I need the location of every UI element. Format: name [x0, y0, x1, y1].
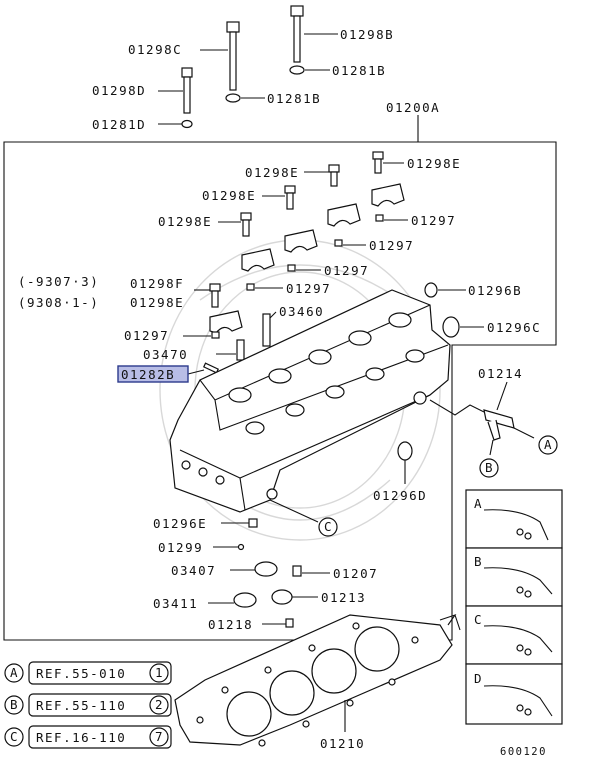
bearing-cap-3[interactable]: [284, 229, 318, 253]
callout-01296D: 01296D: [373, 488, 427, 503]
nut-01297-1[interactable]: [375, 214, 384, 222]
callout-01213: 01213: [321, 590, 366, 605]
callout-01281B-mid: 01281B: [267, 91, 321, 106]
bearing-cap-5[interactable]: [209, 310, 243, 334]
callout-01298F: 01298F: [130, 276, 184, 291]
callout-03470: 03470: [143, 347, 188, 362]
svg-text:B: B: [485, 460, 494, 475]
bolt-01298E-1[interactable]: [328, 164, 340, 187]
bearing-cap-4[interactable]: [241, 248, 275, 272]
callout-01298E-5: 01298E: [130, 295, 184, 310]
seal-03407[interactable]: [254, 561, 278, 577]
bolt-01298C[interactable]: [226, 21, 240, 91]
washer-01281B-mid[interactable]: [225, 93, 241, 103]
callout-01210: 01210: [320, 736, 365, 751]
callout-01281B-top: 01281B: [332, 63, 386, 78]
seal-03411[interactable]: [233, 592, 257, 608]
nut-01297-2[interactable]: [334, 239, 343, 247]
callout-01298E-1: 01298E: [245, 165, 299, 180]
callout-03411: 03411: [153, 596, 198, 611]
plug-01299[interactable]: [237, 543, 245, 551]
callout-01200A: 01200A: [386, 100, 440, 115]
reference-row-a[interactable]: A REF.55-010 1: [4, 661, 172, 685]
plug-01296E[interactable]: [248, 518, 258, 528]
svg-text:2: 2: [155, 697, 164, 712]
reference-text-c: REF.16-110: [36, 730, 126, 745]
plug-01207[interactable]: [292, 565, 302, 577]
fitting-01214[interactable]: [483, 409, 515, 441]
washer-01281D[interactable]: [181, 119, 193, 129]
seal-01213[interactable]: [271, 589, 293, 605]
bolt-01298B-top[interactable]: [290, 5, 304, 63]
plug-01296B[interactable]: [424, 282, 438, 298]
pin-03460[interactable]: [262, 313, 271, 347]
callout-01298E-2: 01298E: [407, 156, 461, 171]
callout-01207: 01207: [333, 566, 378, 581]
plug-01218[interactable]: [285, 618, 294, 628]
nut-01297-3[interactable]: [287, 264, 296, 272]
range-label-1: (-9307·3): [18, 274, 99, 289]
svg-text:7: 7: [155, 729, 164, 744]
detail-panels: A B C D: [465, 489, 563, 725]
marker-b[interactable]: B: [479, 458, 499, 478]
plug-01296D[interactable]: [397, 441, 413, 461]
callout-01296B: 01296B: [468, 283, 522, 298]
detail-label-a: A: [474, 496, 483, 511]
callout-01297-3: 01297: [324, 263, 369, 278]
bearing-cap-1[interactable]: [371, 183, 405, 207]
bearing-cap-2[interactable]: [327, 203, 361, 227]
range-label-2: (9308·1-): [18, 295, 99, 310]
callout-01297-4: 01297: [286, 281, 331, 296]
callout-01298E-3: 01298E: [202, 188, 256, 203]
svg-text:A: A: [544, 437, 553, 452]
stud-01282B[interactable]: [203, 362, 219, 374]
callout-03460: 03460: [279, 304, 324, 319]
detail-label-d: D: [474, 671, 483, 686]
bolt-01298E-2[interactable]: [372, 151, 384, 174]
svg-text:A: A: [10, 665, 19, 680]
diagram-id: 600120: [500, 746, 547, 758]
callout-01214: 01214: [478, 366, 523, 381]
bolt-01298D[interactable]: [181, 67, 193, 114]
pin-03470[interactable]: [236, 339, 245, 361]
svg-text:C: C: [324, 519, 333, 534]
callout-01298B-top: 01298B: [340, 27, 394, 42]
callout-01298C: 01298C: [128, 42, 182, 57]
callout-01297-2: 01297: [369, 238, 414, 253]
bolt-01298E-4[interactable]: [240, 212, 252, 237]
washer-01281B-top[interactable]: [289, 65, 305, 75]
reference-row-b[interactable]: B REF.55-110 2: [4, 693, 172, 717]
reference-text-a: REF.55-010: [36, 666, 126, 681]
callout-01282B-highlight[interactable]: 01282B: [117, 365, 189, 383]
svg-text:1: 1: [155, 665, 164, 680]
bolt-01298F[interactable]: [209, 283, 221, 308]
callout-01218: 01218: [208, 617, 253, 632]
callout-01296C: 01296C: [487, 320, 541, 335]
callout-01298E-4: 01298E: [158, 214, 212, 229]
callout-03407: 03407: [171, 563, 216, 578]
plug-01296C[interactable]: [442, 316, 460, 338]
detail-label-b: B: [474, 554, 483, 569]
nut-01297-4[interactable]: [246, 283, 255, 291]
detail-label-c: C: [474, 612, 483, 627]
cylinder-head[interactable]: [169, 289, 451, 513]
marker-a[interactable]: A: [538, 435, 558, 455]
callout-01281D: 01281D: [92, 117, 146, 132]
callout-01296E: 01296E: [153, 516, 207, 531]
marker-c[interactable]: C: [318, 517, 338, 537]
reference-text-b: REF.55-110: [36, 698, 126, 713]
callout-01298D: 01298D: [92, 83, 146, 98]
callout-01299: 01299: [158, 540, 203, 555]
reference-row-c[interactable]: C REF.16-110 7: [4, 725, 172, 749]
callout-01282B: 01282B: [121, 367, 175, 382]
callout-01297-5: 01297: [124, 328, 169, 343]
svg-text:C: C: [10, 729, 19, 744]
svg-text:B: B: [10, 697, 19, 712]
assembly-box: [3, 141, 557, 641]
nut-01297-5[interactable]: [211, 331, 220, 339]
bolt-01298E-3[interactable]: [284, 185, 296, 210]
head-gasket-01210[interactable]: [174, 614, 453, 747]
callout-01297-1: 01297: [411, 213, 456, 228]
